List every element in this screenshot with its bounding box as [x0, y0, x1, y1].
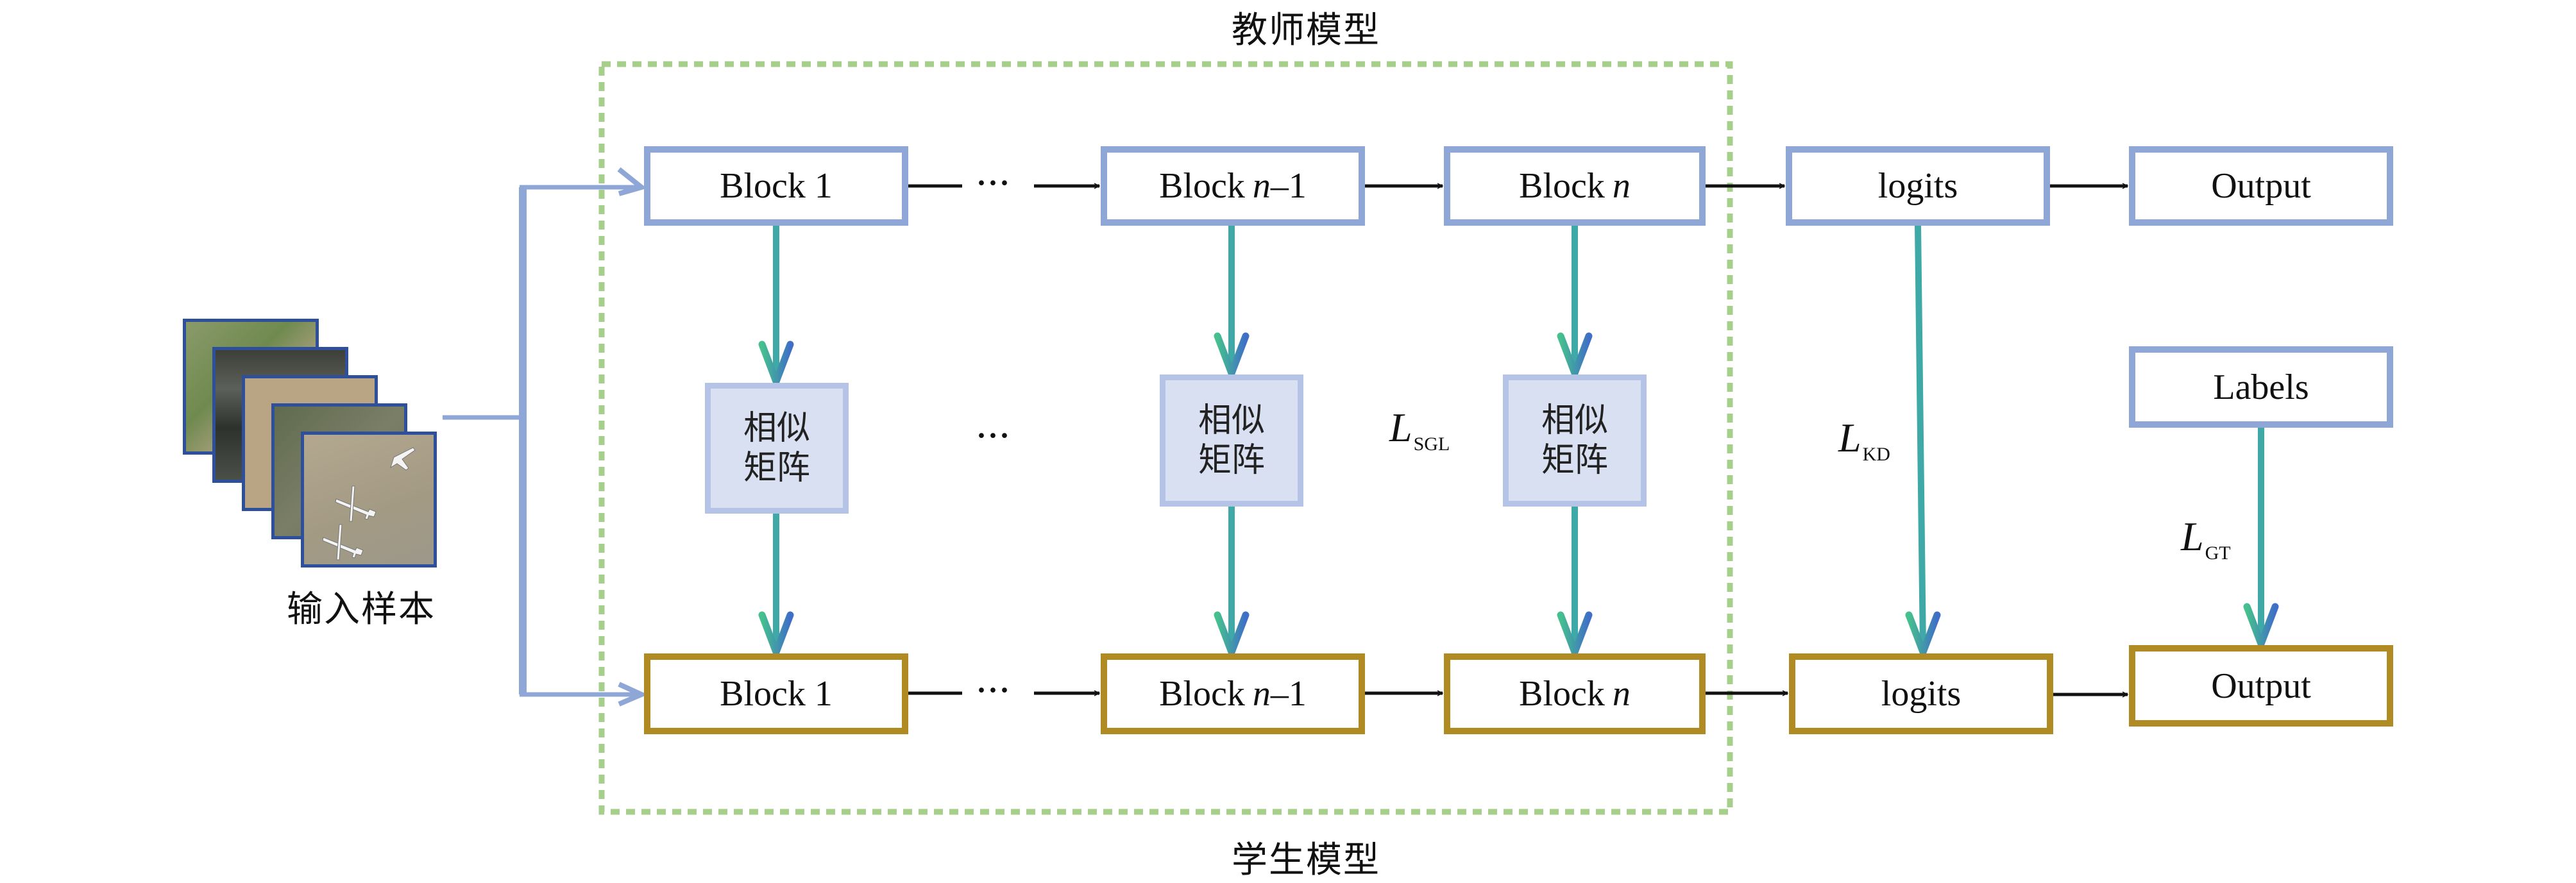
loss-subscript: KD	[1862, 444, 1890, 465]
loss-kd: LKD	[1838, 414, 1890, 466]
sim-line1: 相似	[743, 408, 810, 448]
student-output: Output	[2129, 645, 2393, 727]
block-var: n	[1612, 166, 1631, 206]
similarity-matrix-n: 相似 矩阵	[1503, 374, 1647, 507]
loss-gt: LGT	[2181, 513, 2231, 564]
loss-symbol: L	[2181, 514, 2204, 559]
block-suffix: –1	[1270, 166, 1307, 206]
teacher-logits: logits	[1786, 146, 2050, 226]
loss-symbol: L	[1838, 415, 1861, 460]
sim1-to-student-block1-arrow	[758, 514, 794, 662]
block-label: Block	[1519, 674, 1605, 714]
sim-line1: 相似	[1198, 401, 1265, 440]
arrowhead-icon	[1557, 332, 1593, 383]
similarity-matrix-1: 相似 矩阵	[705, 383, 849, 514]
sim-line2: 矩阵	[1541, 441, 1608, 480]
input-branch-connector	[443, 167, 648, 707]
teacher-logits-to-student-logits-arrow	[1905, 225, 1941, 662]
teacher-blockn1-to-sim-arrow	[1214, 226, 1250, 383]
teacher-output: Output	[2129, 146, 2393, 226]
block-label: Block	[720, 674, 806, 714]
arrowhead-icon	[1214, 611, 1250, 662]
teacher-model-title: 教师模型	[1232, 10, 1380, 51]
sim-line2: 矩阵	[743, 449, 810, 487]
loss-symbol: L	[1389, 405, 1412, 450]
loss-sgl: LSGL	[1389, 404, 1450, 455]
sim-line1: 相似	[1541, 401, 1608, 440]
teacher-block1-to-sim-arrow	[758, 226, 794, 392]
arrowhead-icon	[1557, 611, 1593, 662]
input-samples-label: 输入样本	[287, 589, 436, 630]
similarity-matrix-n-minus-1: 相似 矩阵	[1160, 374, 1303, 507]
similarity-ellipsis: ···	[976, 419, 1012, 453]
block-suffix: –1	[1270, 674, 1307, 714]
guidance-arrows	[758, 225, 2279, 662]
arrowhead-icon	[1214, 332, 1250, 383]
block-label: Block	[1159, 166, 1245, 206]
output-label: Output	[2211, 166, 2311, 206]
block-index: 1	[814, 674, 833, 714]
student-model-title: 学生模型	[1232, 839, 1380, 881]
logits-label: logits	[1881, 674, 1962, 714]
model-region-dashed-frame	[598, 61, 1733, 815]
arrowhead-icon	[758, 341, 794, 392]
sim-line2: 矩阵	[1198, 441, 1265, 480]
block-var: n	[1612, 674, 1631, 714]
loss-subscript: SGL	[1413, 433, 1450, 455]
simn-to-student-blockn-arrow	[1557, 507, 1593, 662]
block-var: n	[1252, 166, 1271, 206]
block-label: Block	[720, 166, 806, 206]
block-index: 1	[814, 166, 833, 206]
teacher-ellipsis: ···	[976, 166, 1012, 200]
student-ellipsis: ···	[976, 673, 1012, 707]
output-label: Output	[2211, 666, 2311, 706]
teacher-blockn-to-sim-arrow	[1557, 226, 1593, 383]
arrowhead-icon	[2243, 603, 2279, 654]
input-image-airport	[301, 432, 437, 568]
labels-to-student-output-arrow	[2243, 428, 2279, 654]
logits-label: logits	[1877, 166, 1958, 206]
loss-subscript: GT	[2205, 542, 2231, 564]
student-flow-arrows	[907, 693, 2128, 694]
arrowhead-icon	[758, 611, 794, 662]
block-var: n	[1252, 674, 1271, 714]
labels-box: Labels	[2129, 346, 2393, 428]
arrowhead-icon	[1905, 611, 1941, 662]
block-label: Block	[1159, 674, 1245, 714]
labels-text: Labels	[2213, 367, 2309, 407]
airplanes-icon	[322, 447, 416, 560]
simn1-to-student-blockn1-arrow	[1214, 507, 1250, 662]
block-label: Block	[1519, 166, 1605, 206]
student-logits: logits	[1789, 653, 2053, 734]
